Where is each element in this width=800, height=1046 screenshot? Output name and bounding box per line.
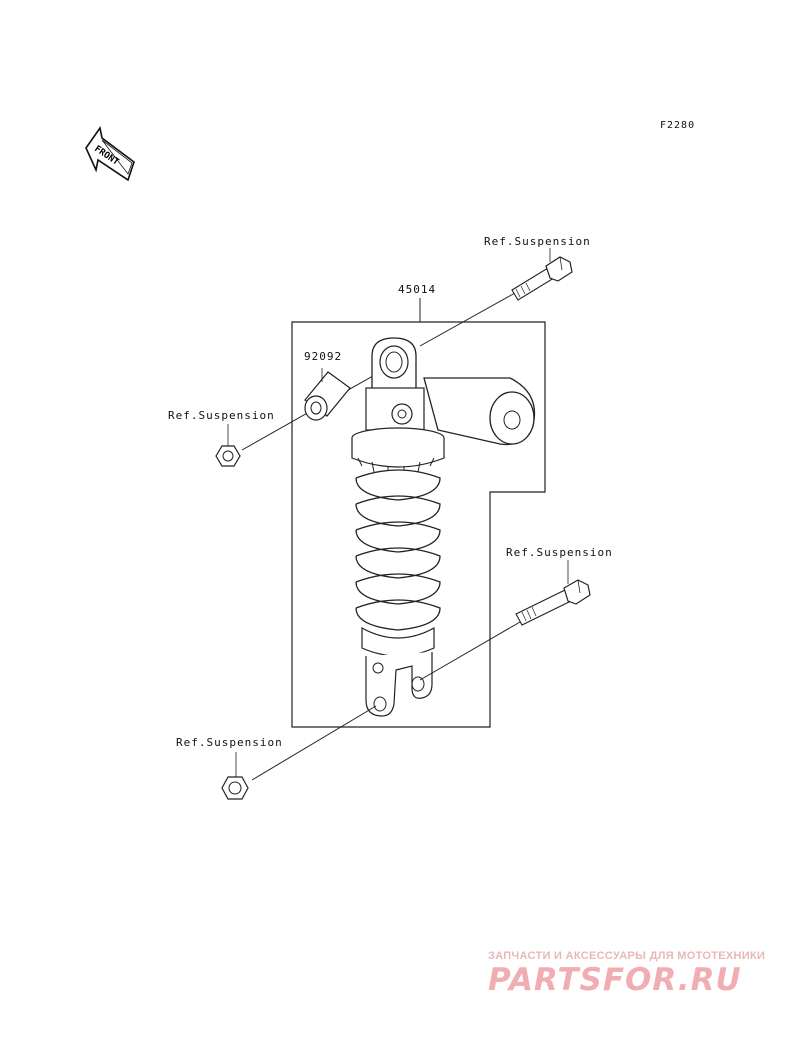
part-number-45014: 45014 — [398, 283, 437, 296]
ref-suspension-lower-nut: Ref.Suspension — [176, 736, 283, 749]
part-number-92092: 92092 — [304, 350, 343, 363]
upper-bolt — [419, 248, 573, 347]
lower-bolt — [419, 560, 591, 681]
bushing — [304, 368, 351, 421]
ref-suspension-upper-bolt: Ref.Suspension — [484, 235, 591, 248]
assembly-bracket — [291, 321, 546, 728]
ref-suspension-lower-bolt: Ref.Suspension — [506, 546, 613, 559]
watermark-logo: PARTSFOR.RU — [488, 962, 742, 998]
figure-code: F2280 — [660, 120, 696, 131]
ref-suspension-upper-nut: Ref.Suspension — [168, 409, 275, 422]
shock-absorber — [351, 337, 536, 717]
watermark-tagline: ЗАПЧАСТИ И АКСЕССУАРЫ ДЛЯ МОТОТЕХНИКИ — [488, 950, 766, 962]
lower-nut — [221, 705, 377, 800]
front-arrow-icon: FRONT — [85, 126, 135, 182]
